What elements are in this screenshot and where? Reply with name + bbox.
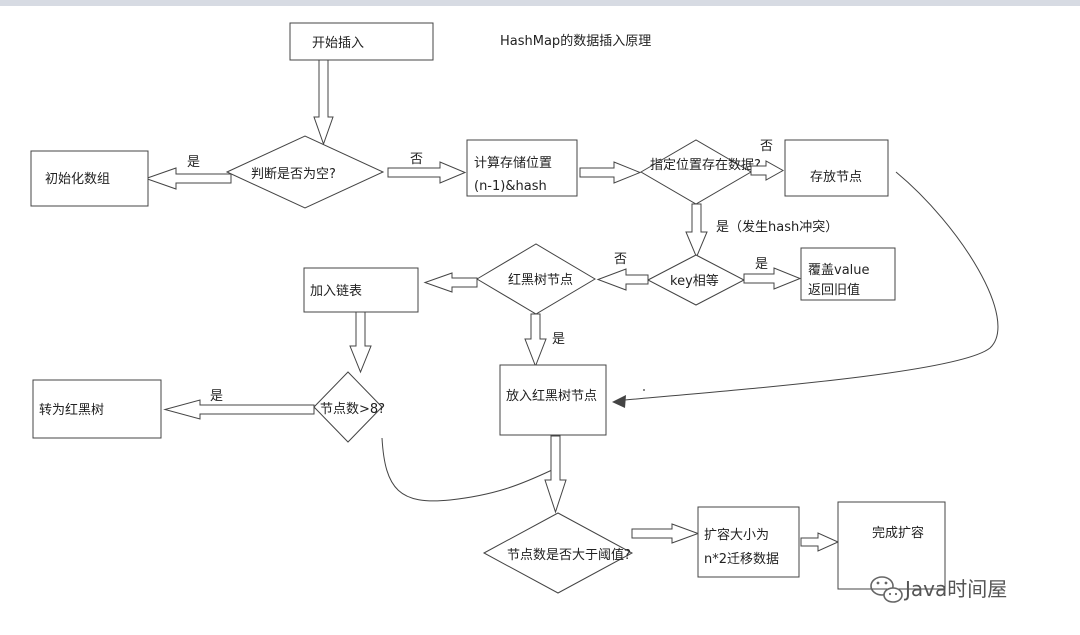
init-array-label: 初始化数组 xyxy=(45,172,110,187)
label-hasdata-no: 否 xyxy=(760,139,773,154)
store-node-label: 存放节点 xyxy=(810,170,862,185)
arrow-start-to-empty xyxy=(313,59,334,146)
wechat-icon xyxy=(870,576,903,603)
override-box xyxy=(800,247,896,301)
store-node-box xyxy=(784,139,889,197)
add-list-label: 加入链表 xyxy=(310,284,362,299)
has-data-label: 指定位置存在数据? xyxy=(650,158,761,173)
to-rb-tree-box xyxy=(32,379,162,439)
resize-done-label: 完成扩容 xyxy=(872,525,924,541)
put-rb-node-label: 放入红黑树节点 xyxy=(506,388,597,404)
override-label-1: 覆盖value xyxy=(808,263,870,278)
threshold-diamond xyxy=(482,512,634,594)
resize-label-1: 扩容大小为 xyxy=(704,527,769,543)
calc-position-label-1: 计算存储位置 xyxy=(474,156,552,171)
watermark-text: Java时间屋 xyxy=(903,577,1007,601)
arrow-calc-to-hasdata xyxy=(579,161,642,184)
arrow-gt8-yes xyxy=(163,399,315,420)
label-key-yes: 是 xyxy=(755,257,768,272)
stray-dot xyxy=(643,389,645,391)
curve-gt8-to-threshold xyxy=(381,437,553,502)
label-empty-yes: 是 xyxy=(187,155,200,170)
rb-node-label: 红黑树节点 xyxy=(508,272,573,288)
curve-store-arrowhead xyxy=(612,395,626,408)
calc-position-label-2: (n-1)&hash xyxy=(474,179,547,194)
arrow-hasdata-no xyxy=(750,160,785,181)
rb-node-diamond xyxy=(476,243,596,315)
is-empty-diamond xyxy=(225,135,385,209)
resize-done-box xyxy=(837,501,946,590)
diagram-title: HashMap的数据插入原理 xyxy=(500,33,651,49)
resize-box xyxy=(697,506,800,578)
arrow-list-to-count xyxy=(349,311,372,374)
resize-label-2: n*2迁移数据 xyxy=(704,552,779,567)
init-array-box xyxy=(30,150,149,207)
calc-position-box xyxy=(466,139,578,197)
threshold-label: 节点数是否大于阈值? xyxy=(507,547,631,563)
count-gt8-label: 节点数>8? xyxy=(320,402,385,417)
arrow-putrb-to-threshold xyxy=(544,435,567,514)
start-label: 开始插入 xyxy=(312,36,364,51)
start-box xyxy=(289,22,434,61)
curve-store-to-putrb xyxy=(624,171,999,401)
arrow-empty-no xyxy=(387,161,467,184)
put-rb-node-box xyxy=(499,364,607,436)
count-gt8-diamond xyxy=(313,371,383,443)
arrow-key-yes xyxy=(743,267,802,290)
to-rb-tree-label: 转为红黑树 xyxy=(39,402,104,418)
label-hasdata-yes: 是（发生hash冲突） xyxy=(716,219,838,235)
override-label-2: 返回旧值 xyxy=(808,282,860,298)
arrow-empty-yes xyxy=(144,167,232,190)
is-empty-label: 判断是否为空? xyxy=(251,167,336,182)
arrow-rb-yes xyxy=(524,313,547,368)
top-border xyxy=(0,0,1080,6)
arrow-resize-to-done xyxy=(800,532,840,552)
label-gt8-yes: 是 xyxy=(210,389,223,404)
label-rb-yes: 是 xyxy=(552,332,565,347)
arrow-hasdata-yes xyxy=(685,203,708,259)
label-key-no: 否 xyxy=(614,252,627,267)
add-list-box xyxy=(303,267,419,313)
arrow-rb-no xyxy=(423,272,478,293)
key-equal-label: key相等 xyxy=(670,273,719,289)
label-empty-no: 否 xyxy=(410,152,423,167)
arrow-threshold-to-resize xyxy=(631,523,700,544)
arrow-key-no xyxy=(596,268,649,291)
